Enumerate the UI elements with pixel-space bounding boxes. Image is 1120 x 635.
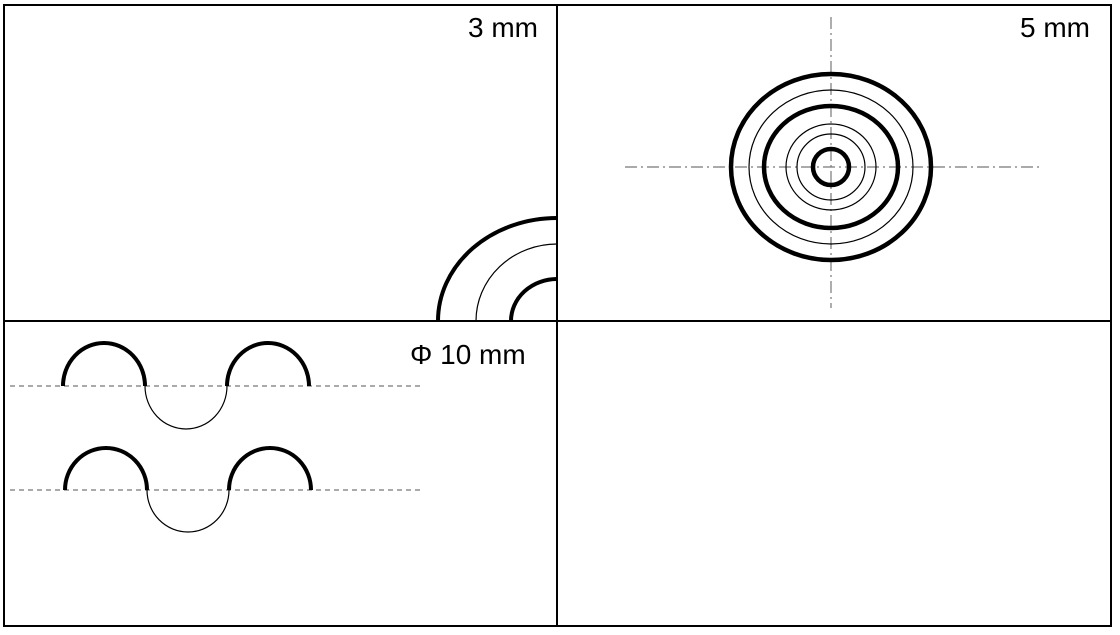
- panel-bottom-left: Φ 10 mm: [10, 339, 526, 533]
- ring-4: [785, 123, 877, 211]
- wave-2-upper-arc-left: [63, 446, 149, 491]
- wave-row-1: [10, 341, 422, 430]
- wave-2-upper-arc-right: [227, 446, 313, 491]
- panel-top-left: 3 mm: [436, 12, 558, 322]
- wave-row-2: [10, 446, 422, 533]
- panel-top-right: 5 mm: [625, 12, 1090, 308]
- ring-6: [810, 146, 852, 188]
- label-5mm: 5 mm: [1020, 12, 1090, 43]
- wave-2-lower-arc: [146, 489, 230, 533]
- ring-2: [748, 89, 914, 245]
- wave-1-upper-arc-left: [61, 341, 147, 387]
- label-3mm: 3 mm: [468, 12, 538, 43]
- ring-1: [728, 71, 934, 263]
- wave-1-lower-arc: [144, 385, 228, 430]
- label-phi-10mm: Φ 10 mm: [410, 339, 526, 370]
- ring-3: [761, 103, 901, 231]
- ring-5: [796, 133, 866, 201]
- outer-quarter-arc: [436, 216, 558, 322]
- wave-1-upper-arc-right: [225, 341, 311, 387]
- inner-quarter-arc: [509, 277, 558, 322]
- middle-quarter-arc: [475, 243, 558, 322]
